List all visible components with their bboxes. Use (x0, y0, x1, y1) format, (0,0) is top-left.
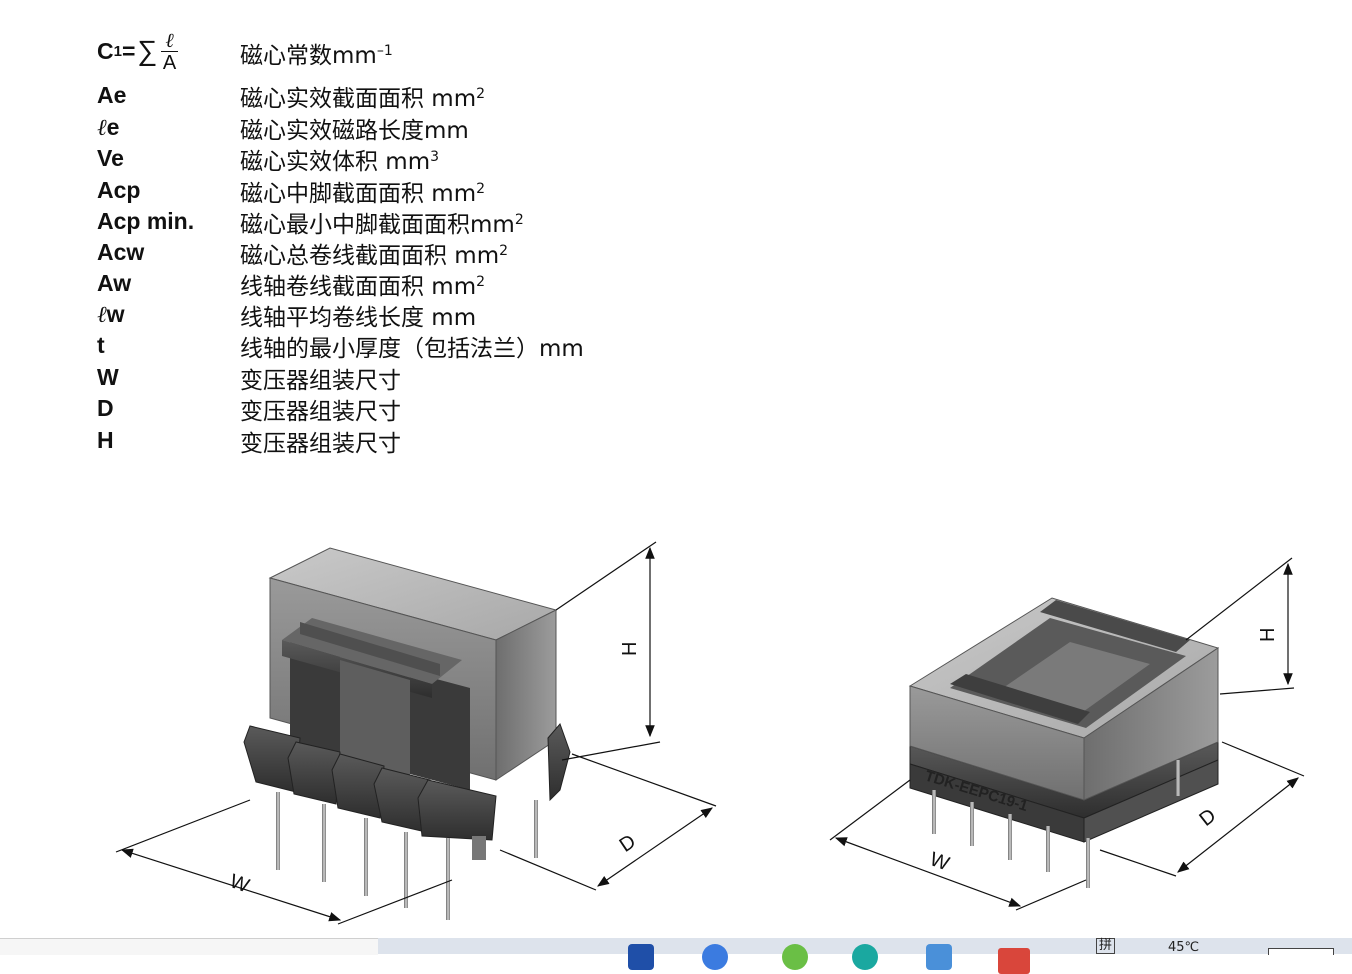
pinned-app-icon[interactable] (628, 944, 654, 970)
legend-symbol-text: e (106, 114, 120, 140)
browser-icon[interactable] (702, 944, 728, 970)
right-h-label: H (1257, 628, 1279, 642)
legend-symbol: Ae (97, 82, 237, 109)
legend-description: 变压器组装尺寸 (240, 361, 401, 395)
right-dimensions (829, 557, 1305, 911)
legend-description-text: 线轴平均卷线长度 mm (240, 304, 477, 331)
left-transformer: H W D (115, 541, 717, 925)
legend-description-text: 变压器组装尺寸 (240, 430, 401, 457)
legend-description-text: 磁心总卷线截面面积 mm (240, 242, 500, 269)
legend-symbol-text: w (106, 301, 125, 327)
legend-symbol-text: Aw (97, 270, 132, 296)
legend-symbol: Acp min. (97, 208, 237, 235)
edge-icon[interactable] (852, 944, 878, 970)
legend-description-text: 磁心实效磁路长度mm (240, 117, 469, 144)
legend-symbol: t (97, 332, 237, 359)
legend-symbol-text: D (97, 395, 114, 421)
legend-symbol-text: H (97, 427, 114, 453)
legend-description-text: 变压器组装尺寸 (240, 398, 401, 425)
legend-description: 线轴的最小厚度（包括法兰）mm (240, 329, 584, 363)
unit-exponent: 3 (430, 148, 440, 165)
left-w-label: W (227, 870, 252, 897)
legend-description-text: 磁心实效截面面积 mm (240, 85, 477, 112)
fraction: ℓ A (161, 27, 178, 74)
legend-symbol-text: W (97, 364, 119, 390)
unit-exponent: 2 (476, 180, 486, 197)
legend-symbol: Acw (97, 239, 237, 266)
unit-exponent: 2 (476, 273, 486, 290)
taskbar-search-area[interactable] (0, 938, 378, 955)
legend-symbol-text: t (97, 332, 105, 358)
script-l-glyph: ℓ (97, 115, 107, 141)
legend-description: 线轴平均卷线长度 mm (240, 298, 476, 332)
legend-description: 变压器组装尺寸 (240, 424, 401, 458)
legend-description-text: 磁心最小中脚截面面积mm (240, 211, 515, 238)
legend-symbol: ℓe (97, 114, 237, 141)
legend-symbol-text: Acp min. (97, 208, 195, 234)
transformer-figures: H W D TDK-EEPC19-1 (115, 541, 1305, 925)
legend-symbol: Aw (97, 270, 237, 297)
legend-symbol-text: Ae (97, 82, 127, 108)
left-pin-blocks (243, 723, 571, 841)
legend-description-text: 线轴的最小厚度（包括法兰）mm (240, 335, 584, 362)
files-icon[interactable] (926, 944, 952, 970)
legend-description-text: 线轴卷线截面面积 mm (240, 273, 477, 300)
unit-exponent: 2 (499, 242, 509, 259)
legend-symbol: Acp (97, 177, 237, 204)
legend-description: 线轴卷线截面面积 mm2 (240, 267, 485, 301)
right-w-label: W (927, 848, 952, 875)
notification-area[interactable] (1268, 948, 1334, 955)
unit-exponent: 2 (476, 85, 486, 102)
legend-symbol: W (97, 364, 237, 391)
legend-symbol: Ve (97, 145, 237, 172)
unit-exponent: 2 (514, 211, 524, 228)
legend-description-text: 磁心实效体积 mm (240, 148, 431, 175)
script-l-glyph: ℓ (97, 302, 107, 328)
legend-symbol-text: Acw (97, 239, 145, 265)
legend-description: 磁心中脚截面面积 mm2 (240, 174, 485, 208)
chat-app-icon[interactable] (782, 944, 808, 970)
legend-symbol-text: Acp (97, 177, 141, 203)
left-dimensions (115, 541, 717, 925)
left-d-label: D (616, 830, 640, 856)
legend-description: 磁心实效磁路长度mm (240, 111, 469, 145)
legend-description-text: 磁心中脚截面面积 mm (240, 180, 477, 207)
taskbar-tray: 拼 45℃ (378, 938, 1352, 974)
legend-symbol: D (97, 395, 237, 422)
legend-description: 磁心最小中脚截面面积mm2 (240, 205, 524, 239)
core-constant-desc: 磁心常数mm–1 (240, 43, 393, 69)
left-pins (276, 792, 538, 920)
legend-symbol: ℓw (97, 301, 237, 328)
temperature-readout: 45℃ (1168, 940, 1200, 955)
ime-indicator[interactable]: 拼 (1096, 938, 1116, 954)
legend-description: 磁心总卷线截面面积 mm2 (240, 236, 508, 270)
active-app-icon[interactable] (998, 948, 1030, 974)
left-h-label: H (619, 642, 641, 656)
legend-description: 磁心实效体积 mm3 (240, 142, 439, 176)
legend-symbol-text: Ve (97, 145, 124, 171)
right-d-label: D (1195, 805, 1220, 831)
legend-symbol: H (97, 427, 237, 454)
legend-description: 磁心实效截面面积 mm2 (240, 79, 485, 113)
legend-description-text: 变压器组装尺寸 (240, 367, 401, 394)
legend-description: 变压器组装尺寸 (240, 392, 401, 426)
right-transformer: TDK-EEPC19-1 (829, 557, 1305, 911)
taskbar: 拼 45℃ (0, 938, 1352, 974)
